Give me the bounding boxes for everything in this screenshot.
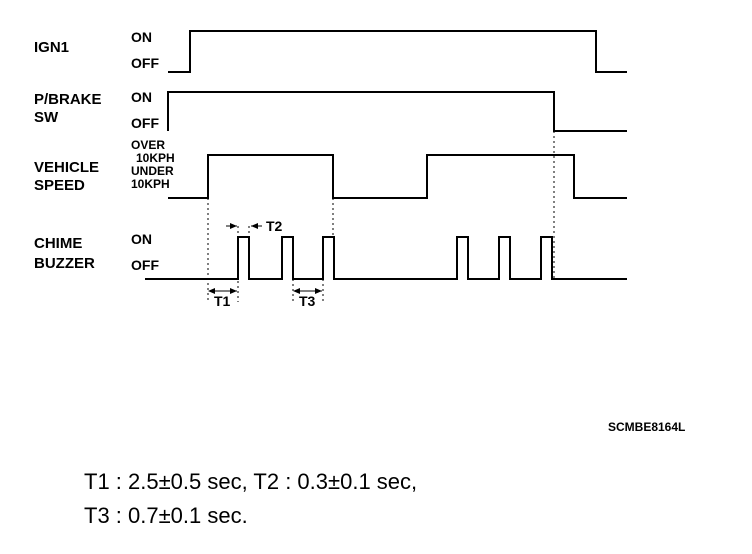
chime-on-label: ON	[131, 231, 152, 247]
pbrake-label-line2: SW	[34, 109, 59, 126]
speed-over-label: OVER	[131, 138, 165, 152]
chime-off-label: OFF	[131, 257, 159, 273]
pbrake-off-label: OFF	[131, 115, 159, 131]
chime-buzzer-waveform	[145, 236, 627, 280]
t3-label: T3	[299, 293, 316, 309]
speed-over-10kph-label: 10KPH	[136, 151, 175, 165]
chime-buzzer-label-line2: BUZZER	[34, 255, 95, 272]
ign1-off-label: OFF	[131, 55, 159, 71]
ign1-on-label: ON	[131, 29, 152, 45]
pbrake-label-line1: P/BRAKE	[34, 91, 102, 108]
figure-code: SCMBE8164L	[608, 420, 685, 434]
timing-note-line2: T3 : 0.7±0.1 sec.	[84, 503, 248, 528]
ign1-label: IGN1	[34, 39, 69, 56]
vehicle-speed-label-line1: VEHICLE	[34, 159, 99, 176]
timing-note-line1: T1 : 2.5±0.5 sec, T2 : 0.3±0.1 sec,	[84, 469, 417, 494]
pbrake-waveform	[167, 91, 627, 132]
vehicle-speed-waveform	[168, 154, 627, 199]
t1-label: T1	[214, 293, 231, 309]
pbrake-on-label: ON	[131, 89, 152, 105]
t2-label: T2	[266, 218, 283, 234]
chime-buzzer-label-line1: CHIME	[34, 235, 82, 252]
ign1-waveform	[168, 30, 627, 73]
speed-under-10kph-label: 10KPH	[131, 177, 170, 191]
speed-under-label: UNDER	[131, 164, 174, 178]
vehicle-speed-label-line2: SPEED	[34, 177, 85, 194]
